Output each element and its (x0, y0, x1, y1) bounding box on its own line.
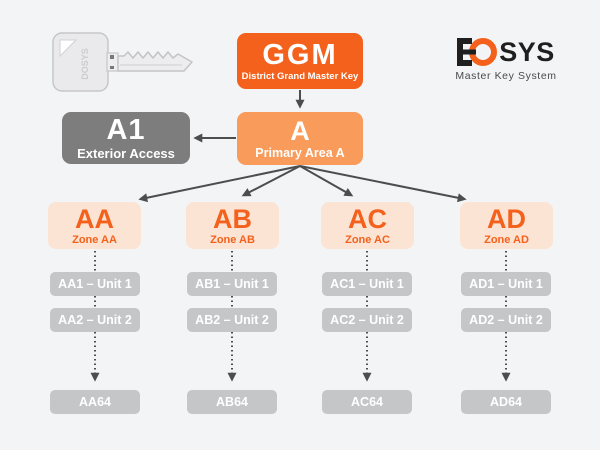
zone-ac-code: AC (348, 203, 387, 234)
node-unit-aa64: AA64 (50, 390, 140, 414)
node-ggm: GGM District Grand Master Key (237, 33, 363, 89)
node-a1-code: A1 (106, 114, 146, 147)
node-a-code: A (290, 115, 310, 146)
node-zone-ac: AC Zone AC (321, 202, 414, 249)
node-unit-ad1: AD1 – Unit 1 (461, 272, 551, 296)
zone-ab-code: AB (213, 203, 252, 234)
key-engraving: DOSYS (80, 48, 90, 80)
node-a1: A1 Exterior Access (62, 112, 190, 164)
node-unit-aa2: AA2 – Unit 2 (50, 308, 140, 332)
node-a: A Primary Area A (237, 112, 363, 165)
dosys-logo-mark: SYS (457, 38, 555, 66)
logo-sys-text: SYS (499, 37, 555, 67)
zone-ab-label: Zone AB (210, 233, 255, 246)
zone-ad-label: Zone AD (484, 233, 529, 246)
node-a1-label: Exterior Access (77, 145, 175, 161)
node-unit-ac2: AC2 – Unit 2 (322, 308, 412, 332)
zone-ac-label: Zone AC (345, 233, 390, 246)
node-unit-ab64: AB64 (187, 390, 277, 414)
zone-ad-code: AD (487, 203, 526, 234)
node-ggm-label: District Grand Master Key (241, 71, 359, 83)
node-zone-ad: AD Zone AD (460, 202, 553, 249)
zone-aa-code: AA (75, 203, 114, 234)
node-unit-ab2: AB2 – Unit 2 (187, 308, 277, 332)
node-a-label: Primary Area A (255, 146, 345, 161)
node-unit-ad64: AD64 (461, 390, 551, 414)
logo-d-glyph (457, 38, 473, 66)
node-unit-aa1: AA1 – Unit 1 (50, 272, 140, 296)
node-unit-ad2: AD2 – Unit 2 (461, 308, 551, 332)
node-unit-ab1: AB1 – Unit 1 (187, 272, 277, 296)
node-unit-ac64: AC64 (322, 390, 412, 414)
node-zone-ab: AB Zone AB (186, 202, 279, 249)
node-zone-aa: AA Zone AA (48, 202, 141, 249)
node-unit-ac1: AC1 – Unit 1 (322, 272, 412, 296)
key-icon: DOSYS (50, 28, 202, 105)
node-ggm-code: GGM (262, 38, 338, 71)
logo-tagline: Master Key System (455, 70, 557, 82)
zone-aa-label: Zone AA (72, 233, 117, 246)
dosys-logo: SYS Master Key System (447, 38, 565, 82)
